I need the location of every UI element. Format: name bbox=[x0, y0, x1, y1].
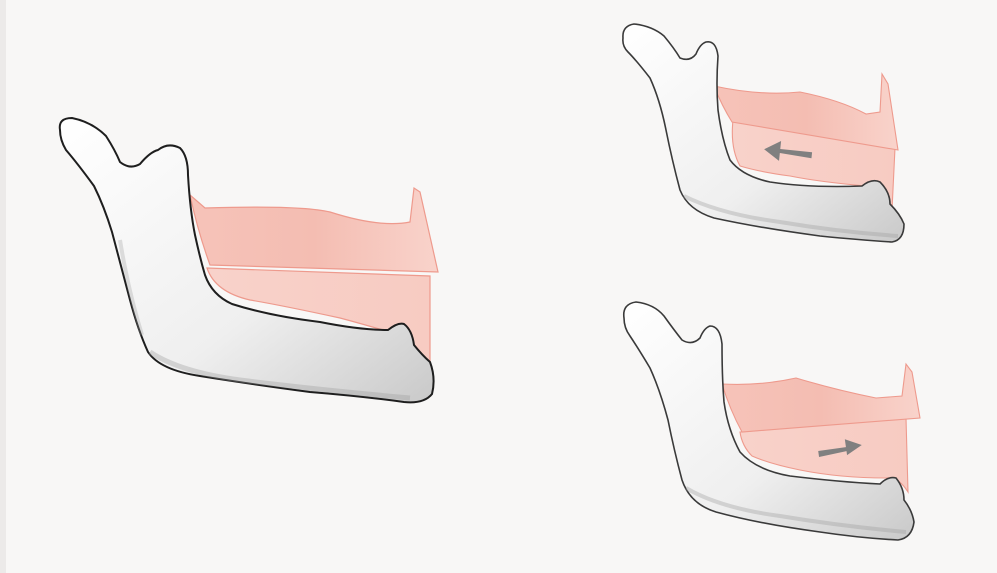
mandible-top-right bbox=[623, 24, 904, 242]
ramus-segment-upper bbox=[190, 188, 438, 272]
mandible-bottom-right bbox=[624, 302, 920, 540]
mandible-main bbox=[60, 118, 438, 402]
